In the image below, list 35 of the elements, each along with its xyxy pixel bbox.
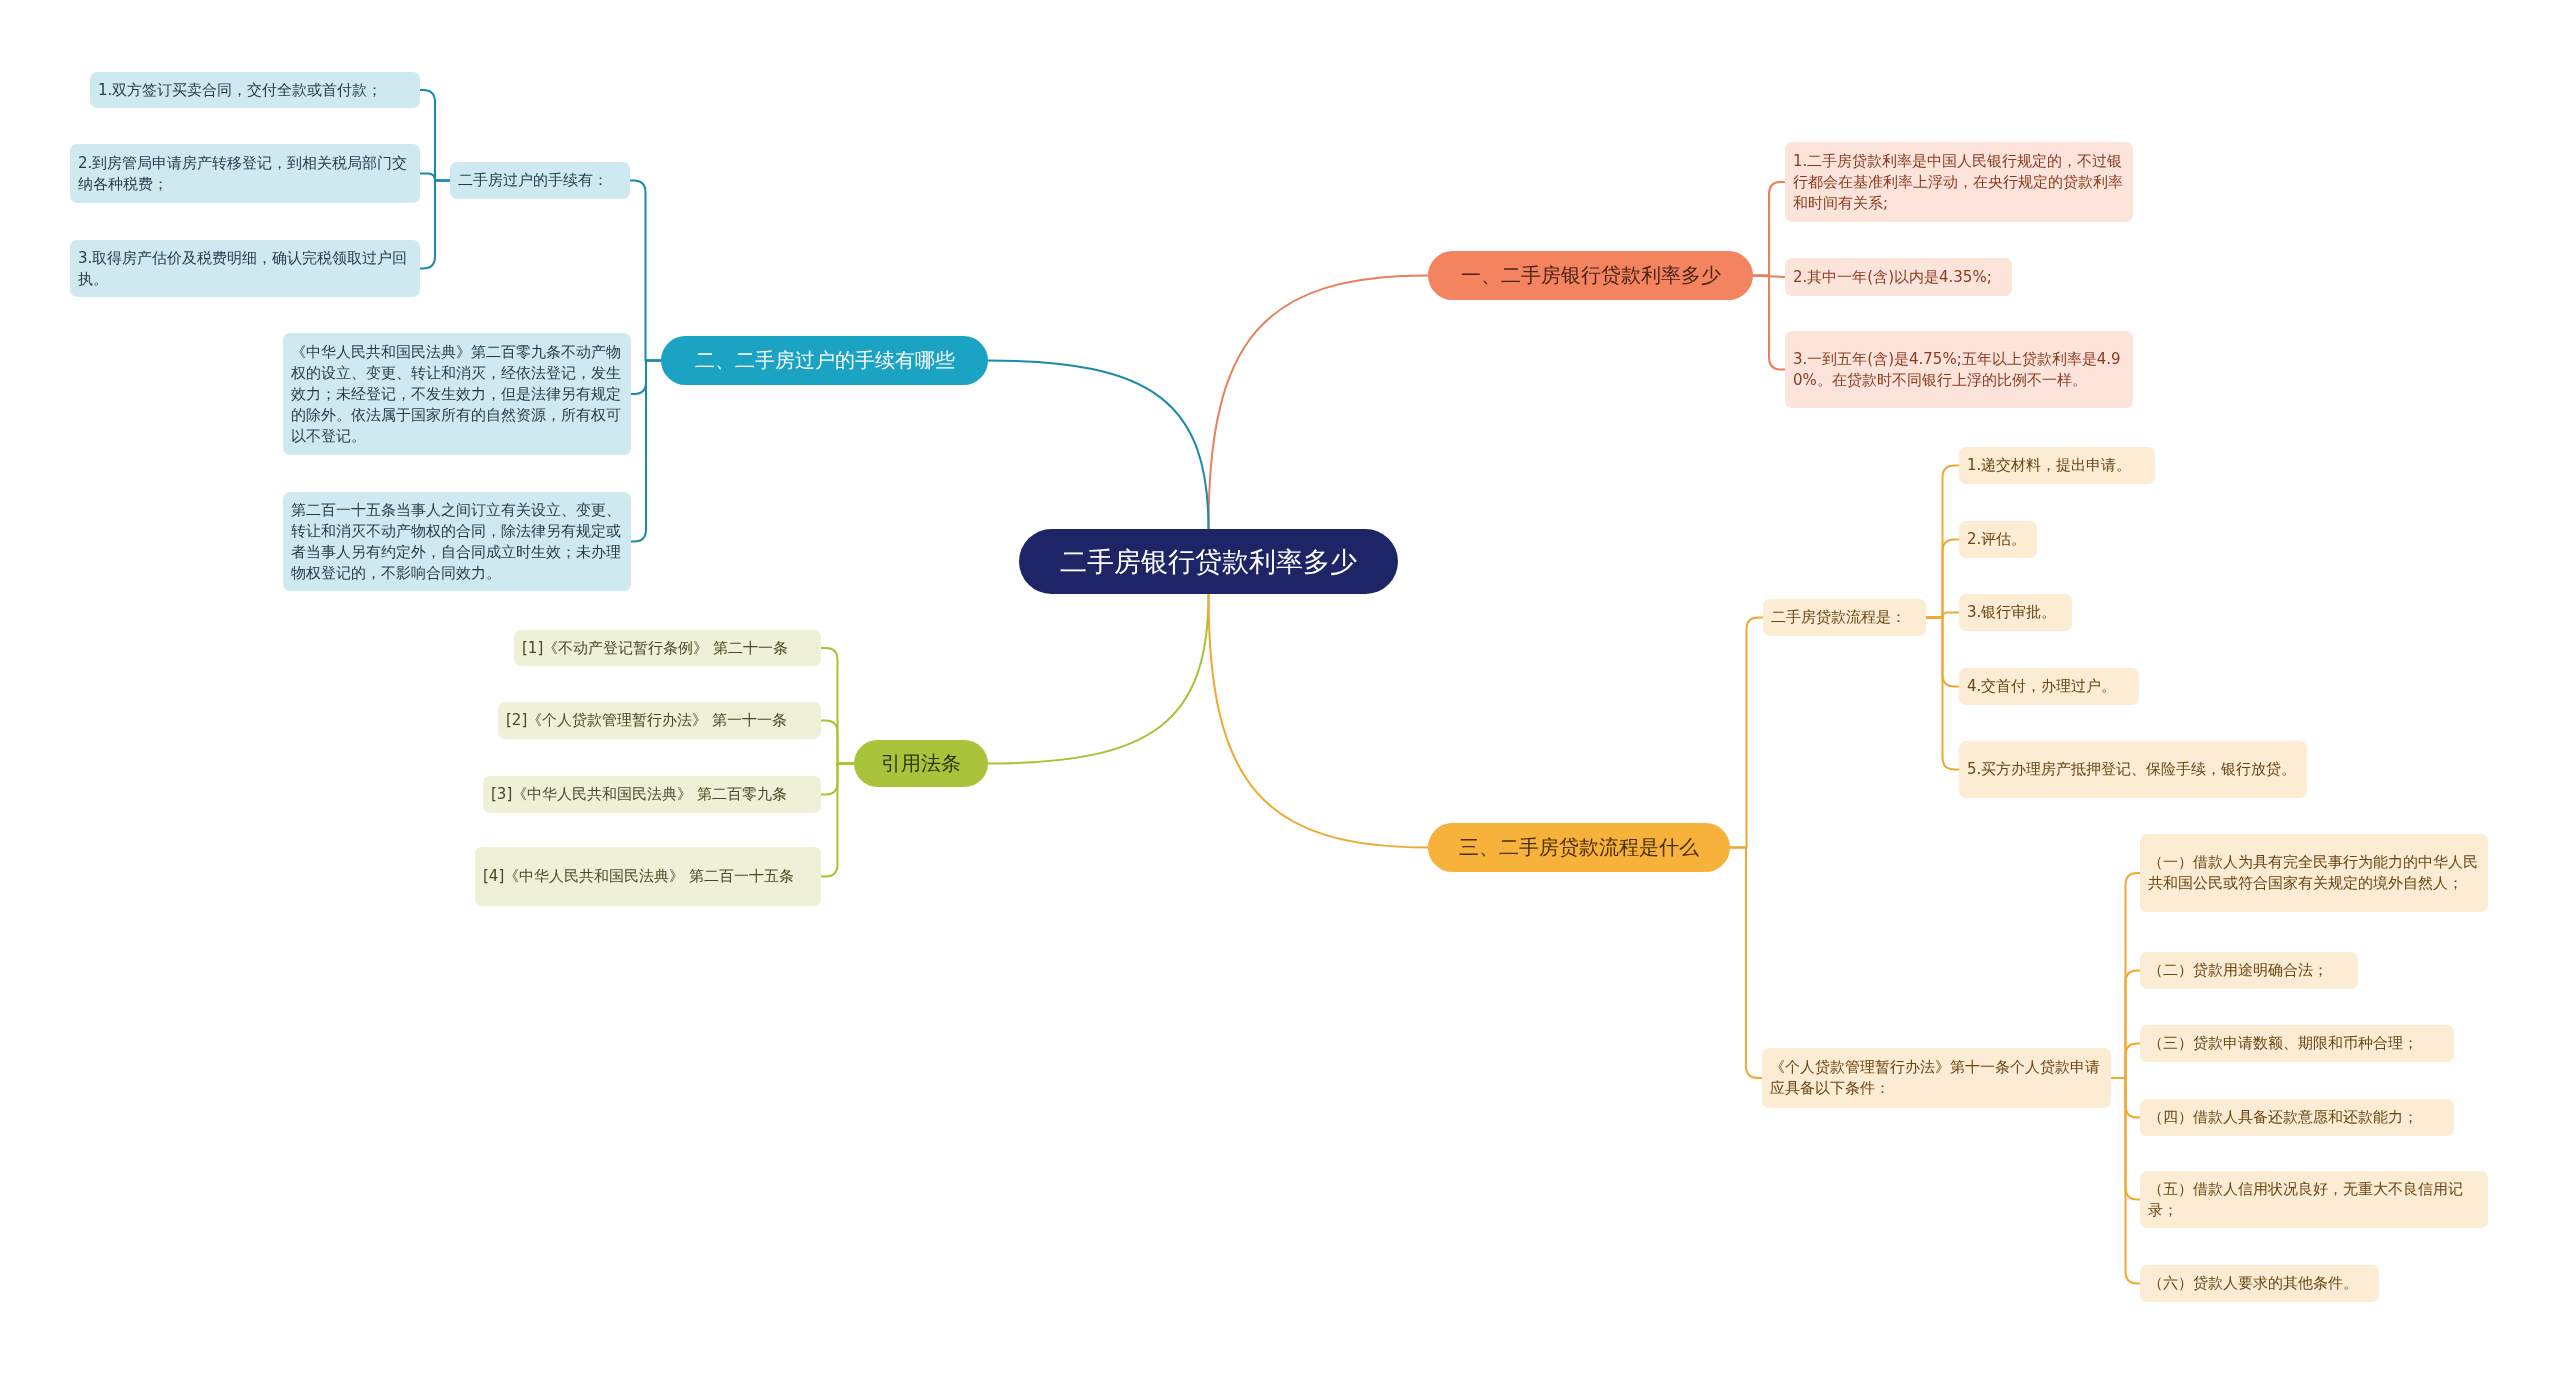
- connector-line: [987, 359, 1210, 530]
- topic-box: （一）借款人为具有完全民事行为能力的中华人民共和国公民或符合国家有关规定的境外自然人；: [2140, 834, 2488, 912]
- topic-box: （六）贷款人要求的其他条件。: [2140, 1265, 2379, 1302]
- topic-box: 5.买方办理房产抵押登记、保险手续，银行放贷。: [1959, 741, 2307, 798]
- topic-box: [3]《中华人民共和国民法典》 第二百零九条: [483, 776, 821, 813]
- topic-box: 2.其中一年(含)以内是4.35%;: [1785, 258, 2012, 296]
- topic-box: 1.双方签订买卖合同，交付全款或首付款；: [90, 72, 420, 108]
- topic-box: 1.递交材料，提出申请。: [1959, 447, 2155, 484]
- topic-box: 第二百一十五条当事人之间订立有关设立、变更、转让和消灭不动产物权的合同，除法律另有规定或者当事人另有约定外，自合同成立时生效；未办理物权登记的，不影响合同效力。: [283, 492, 631, 591]
- topic-box: 《个人贷款管理暂行办法》第十一条个人贷款申请应具备以下条件：: [1762, 1048, 2111, 1108]
- topic-box: 3.银行审批。: [1959, 594, 2072, 631]
- connector-line: [987, 593, 1210, 765]
- topic-box: 2.到房管局申请房产转移登记，到相关税局部门交纳各种税费；: [70, 144, 420, 203]
- connector-line: [1207, 593, 1429, 849]
- topic-box: 4.交首付，办理过户。: [1959, 668, 2139, 705]
- topic-box: 3.取得房产估价及税费明细，确认完税领取过户回执。: [70, 240, 420, 297]
- topic-box: 3.一到五年(含)是4.75%;五年以上贷款利率是4.90%。在贷款时不同银行上浮的比例不一样。: [1785, 331, 2133, 408]
- topic-box: 二手房过户的手续有：: [450, 162, 630, 199]
- topic-box: 1.二手房贷款利率是中国人民银行规定的，不过银行都会在基准利率上浮动，在央行规定的贷款利率和时间有关系;: [1785, 142, 2133, 222]
- topic-box: [2]《个人贷款管理暂行办法》 第一十一条: [498, 702, 821, 739]
- branch-topic: 二、二手房过户的手续有哪些: [661, 336, 988, 385]
- branch-topic: 三、二手房贷款流程是什么: [1428, 823, 1730, 872]
- topic-box: （四）借款人具备还款意愿和还款能力；: [2140, 1099, 2454, 1136]
- branch-topic: 引用法条: [854, 740, 988, 787]
- topic-box: [1]《不动产登记暂行条例》 第二十一条: [514, 630, 821, 666]
- topic-box: 《中华人民共和国民法典》第二百零九条不动产物权的设立、变更、转让和消灭，经依法登记，发生效力；未经登记，不发生效力，但是法律另有规定的除外。依法属于国家所有的自然资源，所有权可以不登记。: [283, 333, 631, 455]
- topic-box: （三）贷款申请数额、期限和币种合理；: [2140, 1025, 2454, 1062]
- topic-box: （二）贷款用途明确合法；: [2140, 952, 2358, 989]
- connector-line: [419, 179, 451, 270]
- topic-box: [4]《中华人民共和国民法典》 第二百一十五条: [475, 847, 821, 906]
- central-topic: 二手房银行贷款利率多少: [1019, 529, 1398, 594]
- branch-topic: 一、二手房银行贷款利率多少: [1428, 251, 1753, 300]
- topic-box: （五）借款人信用状况良好，无重大不良信用记录；: [2140, 1171, 2488, 1228]
- topic-box: 二手房贷款流程是：: [1763, 599, 1926, 636]
- topic-box: 2.评估。: [1959, 521, 2037, 558]
